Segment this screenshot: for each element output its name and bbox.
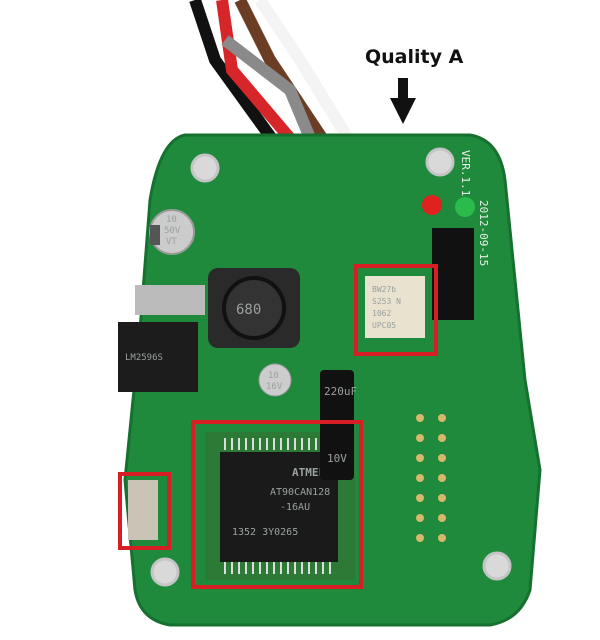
highlight-boxes	[118, 264, 438, 589]
mcu-lot: 1352 3Y0265	[232, 527, 298, 538]
highlight-relay	[354, 264, 438, 356]
capacitor-left: 10 50V VT	[149, 209, 195, 255]
date-silkscreen: 2012-09-15	[477, 200, 490, 266]
pin-rows	[416, 414, 446, 542]
relay-text: 1062	[372, 309, 391, 318]
cap-left-text: 10	[166, 215, 177, 225]
led-green	[455, 197, 475, 217]
version-silkscreen: VER.1.1	[459, 150, 472, 196]
cap-left-text: VT	[166, 237, 177, 247]
regulator-marking: LM2596S	[125, 353, 163, 363]
mcu-part: AT90CAN128	[270, 487, 330, 498]
arrow-down-icon	[390, 78, 416, 124]
mcu-chip: ATMEL AT90CAN128 -16AU 1352 3Y0265	[205, 432, 355, 580]
cap-mid-text: 16V	[266, 382, 283, 392]
led-red	[422, 195, 442, 215]
cap-left-text: 50V	[164, 226, 181, 236]
cap-mid-text: 10	[268, 371, 279, 381]
relay-text: BW27b	[372, 285, 396, 294]
pin-header	[432, 228, 474, 320]
quality-a-label: Quality A	[365, 46, 464, 68]
relay-text: S253 N	[372, 297, 401, 306]
relay: BW27b S253 N 1062 UPC05	[365, 276, 425, 338]
inductor-marking: 680	[236, 302, 261, 318]
cap-big-text: 10V	[327, 452, 347, 465]
crystal	[128, 480, 158, 540]
capacitor-mid: 10 16V	[258, 363, 292, 397]
mcu-brand: ATMEL	[292, 466, 325, 479]
mcu-suffix: -16AU	[280, 502, 310, 513]
highlight-mcu	[191, 420, 363, 589]
highlight-crystal	[118, 472, 171, 550]
capacitor-big: 220uF 10V	[320, 370, 357, 480]
inductor: 680	[208, 268, 300, 348]
voltage-regulator: LM2596S	[118, 285, 205, 392]
mounting-holes	[150, 147, 512, 587]
relay-text: UPC05	[372, 321, 396, 330]
cap-big-text: 220uF	[324, 385, 357, 398]
wires	[189, 0, 361, 154]
